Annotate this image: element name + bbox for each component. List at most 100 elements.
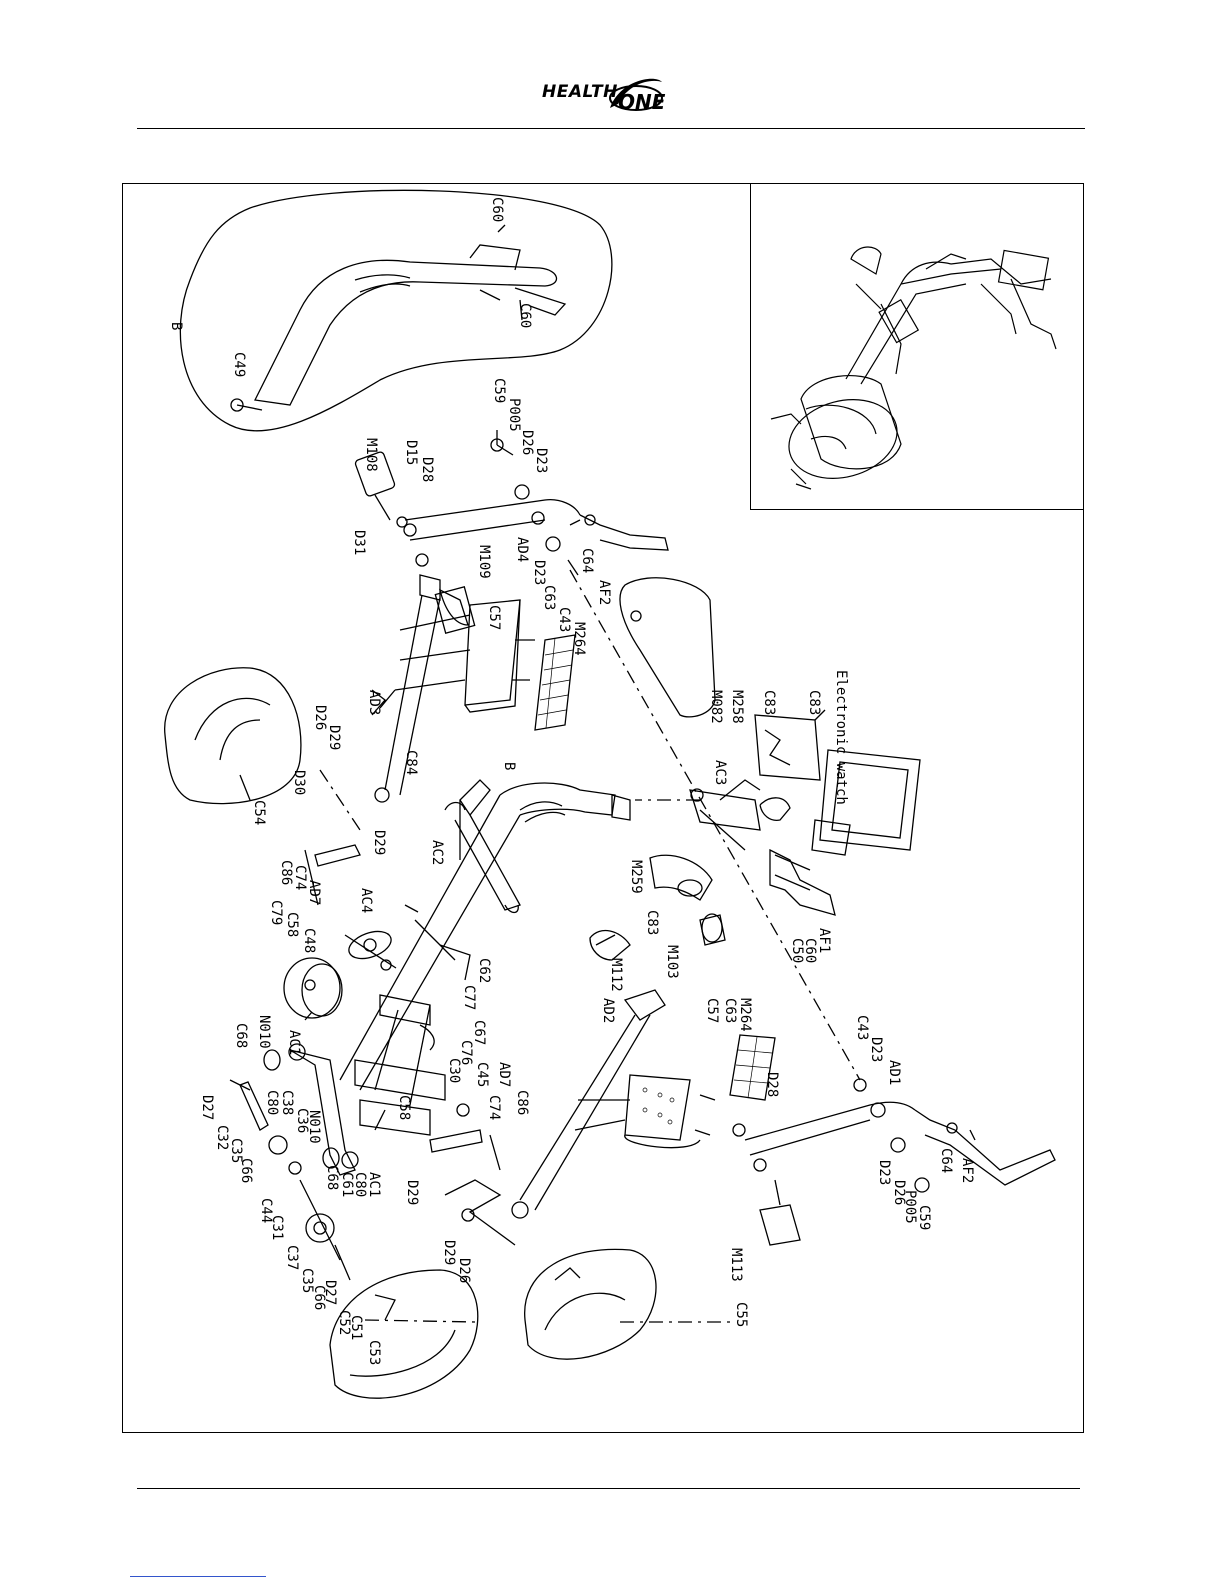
label-m264-lower: M264 <box>737 998 753 1032</box>
label-m103: M103 <box>664 945 680 979</box>
label-c57-lower: C57 <box>704 998 720 1023</box>
label-c60-top: C60 <box>489 197 505 222</box>
label-c59-top: C59 <box>491 378 507 403</box>
label-c63-top: C63 <box>541 585 557 610</box>
label-c66-lower: C66 <box>311 1285 327 1310</box>
label-ad2: AD2 <box>600 998 616 1023</box>
label-af2-lower: AF2 <box>959 1158 975 1183</box>
label-d26-top: D26 <box>519 430 535 455</box>
label-c76: C76 <box>458 1040 474 1065</box>
label-c68-top: C68 <box>233 1023 249 1048</box>
label-ac4: AC4 <box>358 888 374 913</box>
label-c55: C55 <box>733 1302 749 1327</box>
label-d27-lower: D27 <box>322 1280 338 1305</box>
label-c50: C50 <box>789 938 805 963</box>
label-c44: C44 <box>258 1198 274 1223</box>
label-d23-top: D23 <box>533 448 549 473</box>
label-c77: C77 <box>461 985 477 1010</box>
label-c45: C45 <box>474 1062 490 1087</box>
label-m259: M259 <box>628 860 644 894</box>
label-c60-right: C60 <box>802 938 818 963</box>
label-d30: D30 <box>291 770 307 795</box>
label-af2-top: AF2 <box>596 580 612 605</box>
label-c79: C79 <box>268 900 284 925</box>
label-ad1: AD1 <box>886 1060 902 1085</box>
label-detail-b: B <box>168 322 184 330</box>
label-d15: D15 <box>403 440 419 465</box>
label-d28: D28 <box>419 457 435 482</box>
label-d23-lower-b: D23 <box>876 1160 892 1185</box>
label-c80-lower: C80 <box>352 1172 368 1197</box>
label-ac2: AC2 <box>429 840 445 865</box>
label-c64-top: C64 <box>579 548 595 573</box>
label-c49: C49 <box>231 352 247 377</box>
label-d26-bottom: D26 <box>456 1258 472 1283</box>
label-c54: C54 <box>251 800 267 825</box>
label-c86-lower: C86 <box>514 1090 530 1115</box>
label-c67: C67 <box>471 1020 487 1045</box>
label-c37: C37 <box>284 1245 300 1270</box>
label-m109: M109 <box>476 545 492 579</box>
label-c36: C36 <box>294 1108 310 1133</box>
label-c48: C48 <box>301 928 317 953</box>
label-d31: D31 <box>351 530 367 555</box>
label-m258: M258 <box>729 690 745 724</box>
label-ac1-top: AC1 <box>286 1030 302 1055</box>
label-ac1-lower: AC1 <box>366 1172 382 1197</box>
label-d29-lower: D29 <box>404 1180 420 1205</box>
label-c38: C38 <box>279 1090 295 1115</box>
label-c66-upper: C66 <box>238 1158 254 1183</box>
label-electronic-watch: Electronic watch <box>833 670 849 805</box>
label-c86-upper: C86 <box>278 860 294 885</box>
label-c52: C52 <box>336 1310 352 1335</box>
label-d26-lower: D26 <box>891 1180 907 1205</box>
exploded-view-frame <box>122 183 1084 1433</box>
label-c68-lower: C68 <box>324 1165 340 1190</box>
label-c43-lower: C43 <box>854 1015 870 1040</box>
label-af1: AF1 <box>816 928 832 953</box>
label-ad3: AD3 <box>366 690 382 715</box>
label-d29-mid: D29 <box>371 830 387 855</box>
label-c30: C30 <box>446 1058 462 1083</box>
label-c60-bottom: C60 <box>517 303 533 328</box>
label-m082: M082 <box>708 690 724 724</box>
health-one-logo: HEALTH ONE <box>540 72 690 122</box>
label-c74-upper: C74 <box>292 865 308 890</box>
label-p005-top: P005 <box>506 398 522 432</box>
label-c58-lower: C58 <box>396 1095 412 1120</box>
label-c58-upper: C58 <box>284 912 300 937</box>
label-n010-lower: N010 <box>306 1110 322 1144</box>
label-c61: C61 <box>339 1172 355 1197</box>
label-m108: M108 <box>363 438 379 472</box>
label-c83-b: C83 <box>806 690 822 715</box>
label-c31: C31 <box>269 1215 285 1240</box>
label-c32: C32 <box>214 1125 230 1150</box>
label-ad7-lower: AD7 <box>496 1062 512 1087</box>
label-c59-lower: C59 <box>916 1205 932 1230</box>
label-d28-lower: D28 <box>764 1072 780 1097</box>
label-c51: C51 <box>348 1315 364 1340</box>
label-d27-upper: D27 <box>199 1095 215 1120</box>
label-c43-top: C43 <box>556 607 572 632</box>
label-d23-lower-a: D23 <box>868 1037 884 1062</box>
footer-link-underline <box>130 1576 266 1577</box>
label-c80-upper: C80 <box>264 1090 280 1115</box>
label-c83-a: C83 <box>761 690 777 715</box>
label-c84: C84 <box>403 750 419 775</box>
label-c35-upper: C35 <box>228 1138 244 1163</box>
label-p005-lower: P005 <box>902 1190 918 1224</box>
label-c74-lower: C74 <box>486 1095 502 1120</box>
label-d26-left: D26 <box>312 705 328 730</box>
label-m113: M113 <box>728 1248 744 1282</box>
label-ac3: AC3 <box>712 760 728 785</box>
label-c57-top: C57 <box>486 605 502 630</box>
label-c63-lower: C63 <box>722 998 738 1023</box>
label-m112: M112 <box>608 958 624 992</box>
detail-b-outline <box>179 189 613 432</box>
label-c53: C53 <box>366 1340 382 1365</box>
label-d29-upper: D29 <box>326 725 342 750</box>
label-n010-top: N010 <box>256 1015 272 1049</box>
label-ad4: AD4 <box>514 537 530 562</box>
logo-text-health: HEALTH <box>542 82 618 102</box>
